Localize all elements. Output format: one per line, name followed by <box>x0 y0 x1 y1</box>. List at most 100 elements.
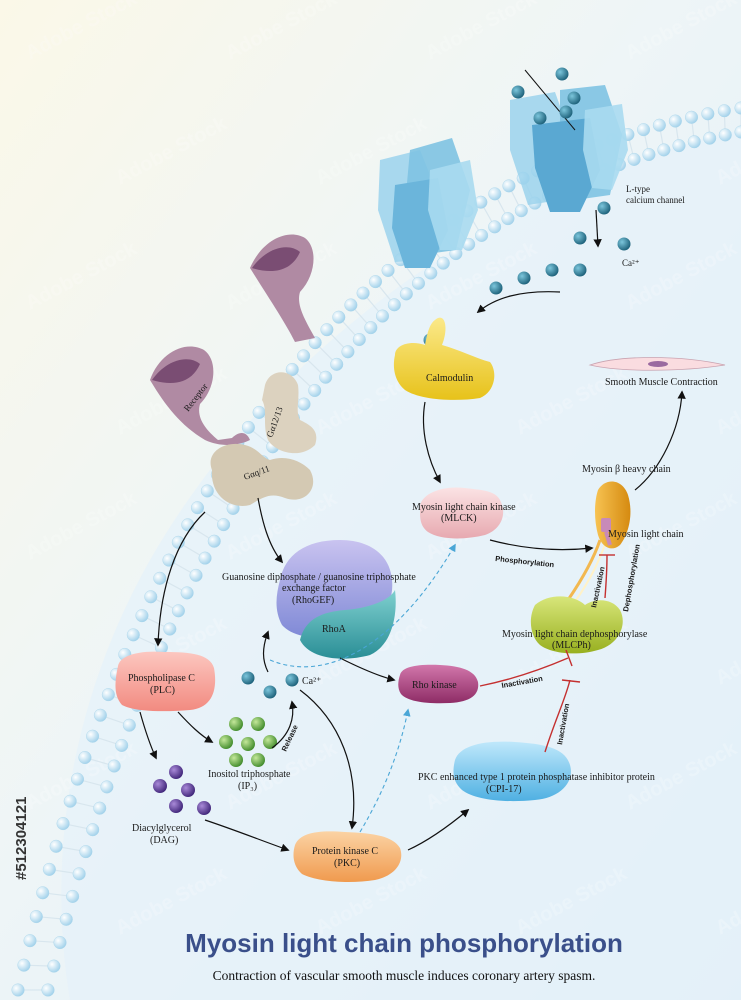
mlcph-protein <box>530 596 623 654</box>
lipid-head <box>488 220 502 234</box>
lipid-head <box>376 309 390 323</box>
lipid-head <box>189 568 203 582</box>
dag-molecule <box>153 779 167 793</box>
lipid-head <box>356 286 370 300</box>
lipid-head <box>135 609 149 623</box>
lipid-head <box>23 934 37 948</box>
ip3-molecule <box>251 717 265 731</box>
myosin-light-chain-label: Myosin light chain <box>608 529 684 540</box>
dashed-arrow-to-rhokinase <box>359 708 411 833</box>
arrow-pkc-to-cpi17 <box>407 808 470 851</box>
lipid-head <box>100 780 114 794</box>
arrow-gq-to-plc <box>154 511 206 647</box>
ca-mid-label: Ca²⁺ <box>302 676 321 687</box>
lipid-head <box>734 125 741 139</box>
lipid-head <box>217 518 231 532</box>
lipid-head <box>252 405 266 419</box>
lipid-head <box>49 839 63 853</box>
lipid-head <box>72 867 86 881</box>
dag-molecules <box>153 765 211 815</box>
dag-molecule <box>169 799 183 813</box>
lipid-head <box>657 143 671 157</box>
calcium-ion <box>573 231 587 245</box>
arrow-plc-to-ip3 <box>177 711 214 743</box>
mlcph-label-2: (MLCPh) <box>552 640 591 651</box>
calcium-ion <box>533 111 547 125</box>
inhibit-rhokinase-mlcph <box>479 657 569 687</box>
lipid-head <box>701 107 715 121</box>
mlck-protein <box>419 487 504 539</box>
lipid-head <box>93 708 107 722</box>
ip3-molecules <box>219 717 277 767</box>
lipid-head <box>352 333 366 347</box>
lipid-head <box>42 862 56 876</box>
lipid-head <box>424 266 438 280</box>
receptor-lower <box>150 346 250 445</box>
lipid-head <box>344 298 358 312</box>
lipid-head <box>171 604 185 618</box>
lipid-head <box>36 886 50 900</box>
dashed-arrows <box>269 543 456 833</box>
mlck-label-1: Myosin light chain kinase <box>412 502 516 513</box>
arrow-calmodulin-to-mlck <box>422 401 441 484</box>
arrow-ip3-release <box>271 700 298 749</box>
rhoa-label: RhoA <box>322 624 347 635</box>
lipid-head <box>668 114 682 128</box>
lipid-head <box>332 310 346 324</box>
lipid-head <box>190 501 204 515</box>
lipid-head <box>652 118 666 132</box>
dag-label-2: (DAG) <box>150 835 178 846</box>
ip3-label-2: (IP₃) <box>238 781 257 792</box>
arrow-plc-to-dag <box>139 711 157 760</box>
lipid-head <box>297 397 311 411</box>
calcium-ion <box>567 91 581 105</box>
rho-kinase-protein <box>398 664 479 704</box>
myosin-protein <box>566 481 631 604</box>
inhibit-cpi17-mlcph <box>544 679 571 753</box>
plc-protein <box>115 651 216 712</box>
lipid-head <box>180 586 194 600</box>
calcium-ion <box>285 673 299 687</box>
page-title: Myosin light chain phosphorylation <box>185 928 623 958</box>
lipid-head <box>11 983 25 997</box>
lipid-head <box>308 336 322 350</box>
rho-kinase-label: Rho kinase <box>412 680 457 691</box>
receptor-upper <box>250 234 315 342</box>
lipid-head <box>341 345 355 359</box>
lipid-head <box>115 738 129 752</box>
calcium-ion <box>511 85 525 99</box>
lipid-head <box>412 276 426 290</box>
lipid-head <box>70 772 84 786</box>
lipid-head <box>320 323 334 337</box>
lipid-head <box>78 751 92 765</box>
lipid-head <box>63 794 77 808</box>
ip3-molecule <box>219 735 233 749</box>
lipid-head <box>703 131 717 145</box>
dag-molecule <box>197 801 211 815</box>
lipid-head <box>285 363 299 377</box>
mlck-label-2: (MLCK) <box>441 513 477 524</box>
plc-label-1: Phospholipase C <box>128 673 195 684</box>
calcium-ion <box>545 263 559 277</box>
lipid-head <box>687 135 701 149</box>
arrow-ca-to-calmodulin <box>476 291 561 314</box>
pkc-label-1: Protein kinase C <box>312 846 378 857</box>
lipid-head <box>122 718 136 732</box>
dag-molecule <box>169 765 183 779</box>
ip3-molecule <box>263 735 277 749</box>
arrow-rhoa-to-rhokinase <box>339 657 396 683</box>
lipid-head <box>86 729 100 743</box>
rhogef-rhoa-complex <box>276 540 396 659</box>
lipid-head <box>144 590 158 604</box>
cpi17-label-1: PKC enhanced type 1 protein phosphatase … <box>418 772 655 783</box>
lipid-head <box>642 147 656 161</box>
cpi17-protein <box>453 741 571 802</box>
calcium-ion <box>263 685 277 699</box>
arrow-g1213-to-rhogef <box>257 497 284 564</box>
stock-id: #512304121 <box>13 797 30 880</box>
lipid-head <box>436 256 450 270</box>
calcium-ion <box>555 67 569 81</box>
calcium-ion <box>559 105 573 119</box>
rhogef-label-3: (RhoGEF) <box>292 595 334 606</box>
